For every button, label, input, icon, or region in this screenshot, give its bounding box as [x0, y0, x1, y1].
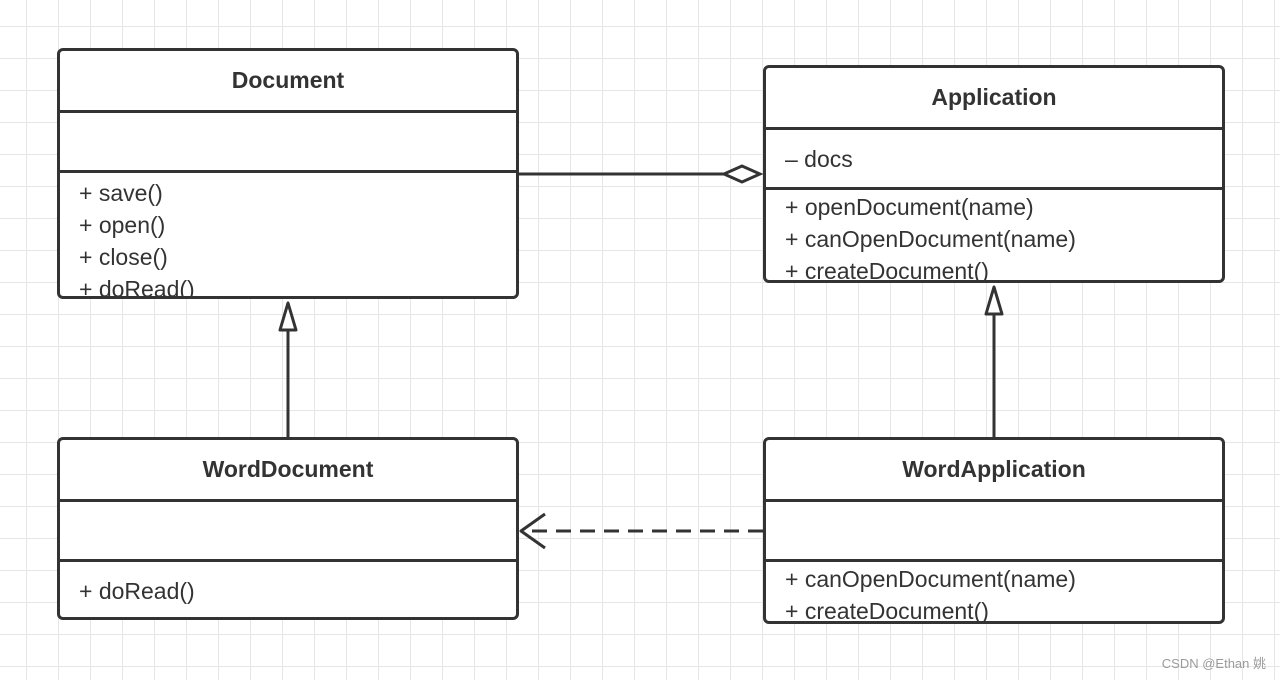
operations-compartment: + canOpenDocument(name) + createDocument… [766, 562, 1222, 624]
operation: + createDocument() [785, 258, 989, 283]
generalization-worddocument-document [278, 301, 298, 438]
operations-compartment: + doRead() [60, 562, 516, 607]
class-document[interactable]: Document + save() + open() + close() + d… [57, 48, 519, 299]
operation: + createDocument() [785, 598, 989, 624]
operation: + canOpenDocument(name) [785, 226, 1076, 252]
operation: + canOpenDocument(name) [785, 566, 1076, 592]
operation: + openDocument(name) [785, 194, 1034, 220]
operation: + save() [79, 180, 163, 206]
watermark: CSDN @Ethan 姚 [1161, 656, 1266, 671]
attributes-compartment [766, 502, 1222, 562]
class-name: Document [60, 51, 516, 113]
dependency-arrowhead [519, 512, 546, 550]
attributes-compartment [60, 113, 516, 173]
class-application[interactable]: Application – docs + openDocument(name) … [763, 65, 1225, 283]
generalization-arrowhead [278, 301, 298, 332]
aggregation-document-application [518, 164, 764, 184]
class-wordapplication[interactable]: WordApplication + canOpenDocument(name) … [763, 437, 1225, 624]
generalization-wordapplication-application [984, 285, 1004, 438]
generalization-arrowhead [984, 285, 1004, 316]
dependency-wordapplication-worddocument [519, 512, 763, 550]
operation: + close() [79, 244, 168, 270]
attribute: – docs [785, 145, 853, 172]
operations-compartment: + openDocument(name) + canOpenDocument(n… [766, 190, 1222, 283]
operation: + doRead() [79, 578, 195, 604]
class-name: WordApplication [766, 440, 1222, 502]
attributes-compartment: – docs [766, 130, 1222, 190]
operations-compartment: + save() + open() + close() + doRead() [60, 173, 516, 299]
class-worddocument[interactable]: WordDocument + doRead() [57, 437, 519, 620]
attributes-compartment [60, 502, 516, 562]
aggregation-diamond [720, 164, 764, 184]
class-name: Application [766, 68, 1222, 130]
operation: + open() [79, 212, 166, 238]
class-name: WordDocument [60, 440, 516, 502]
operation: + doRead() [79, 276, 195, 299]
